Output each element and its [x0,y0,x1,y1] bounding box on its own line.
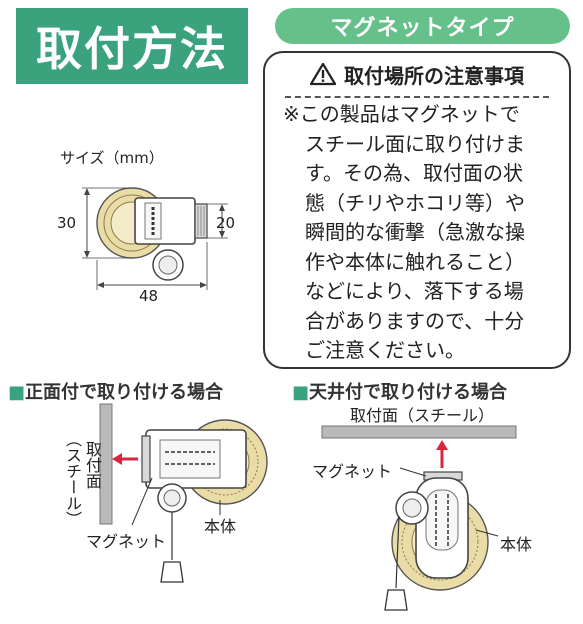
notice-line: 合がありますので、十分 [305,308,525,333]
notice-box [263,51,571,369]
notice-line: 態（チリやホコリ等）や [305,190,525,215]
wall-surface-sub: （スチール） [63,431,82,527]
notice-heading: 取付場所の注意事項 [344,63,524,88]
notice-header: 取付場所の注意事項 [263,51,571,97]
type-badge: マグネットタイプ [275,8,570,44]
wall-surface-label: 取付面 [83,441,102,489]
size-width: 48 [139,287,159,305]
ceiling-body-label: 本体 [500,535,533,554]
ceiling-mount-title: ■天井付で取り付ける場合 [292,382,508,403]
wall-body-label: 本体 [204,517,237,536]
notice-line: ※この製品はマグネットで [283,102,520,126]
wall-magnet-label: マグネット [86,532,167,551]
notice-body: ※この製品はマグネットで スチール面に取り付けま す。その為、取付面の状 態（チ… [283,100,558,366]
notice-line: ご注意ください。 [305,338,465,362]
size-depth: 20 [216,214,236,232]
size-diagram [82,187,228,290]
notice-line: などにより、落下する場 [305,279,524,303]
wall-mount-diagram [99,403,268,583]
size-height: 30 [57,214,77,232]
size-label: サイズ（mm） [60,149,164,167]
ceiling-magnet-label: マグネット [312,462,393,481]
ceiling-surface-label: 取付面（スチール） [350,406,495,425]
notice-line: 瞬間的な衝撃（急激な操 [305,220,525,244]
notice-line: スチール面に取り付けま [305,131,525,156]
notice-line: す。その為、取付面の状 [305,161,523,185]
notice-line: 作や本体に触れること） [305,249,525,274]
page-title: 取付方法 [16,8,248,84]
warning-icon [310,62,336,86]
wall-mount-title: ■正面付で取り付ける場合 [8,382,224,403]
notice-divider [285,96,549,98]
ceiling-mount-diagram [321,425,517,611]
